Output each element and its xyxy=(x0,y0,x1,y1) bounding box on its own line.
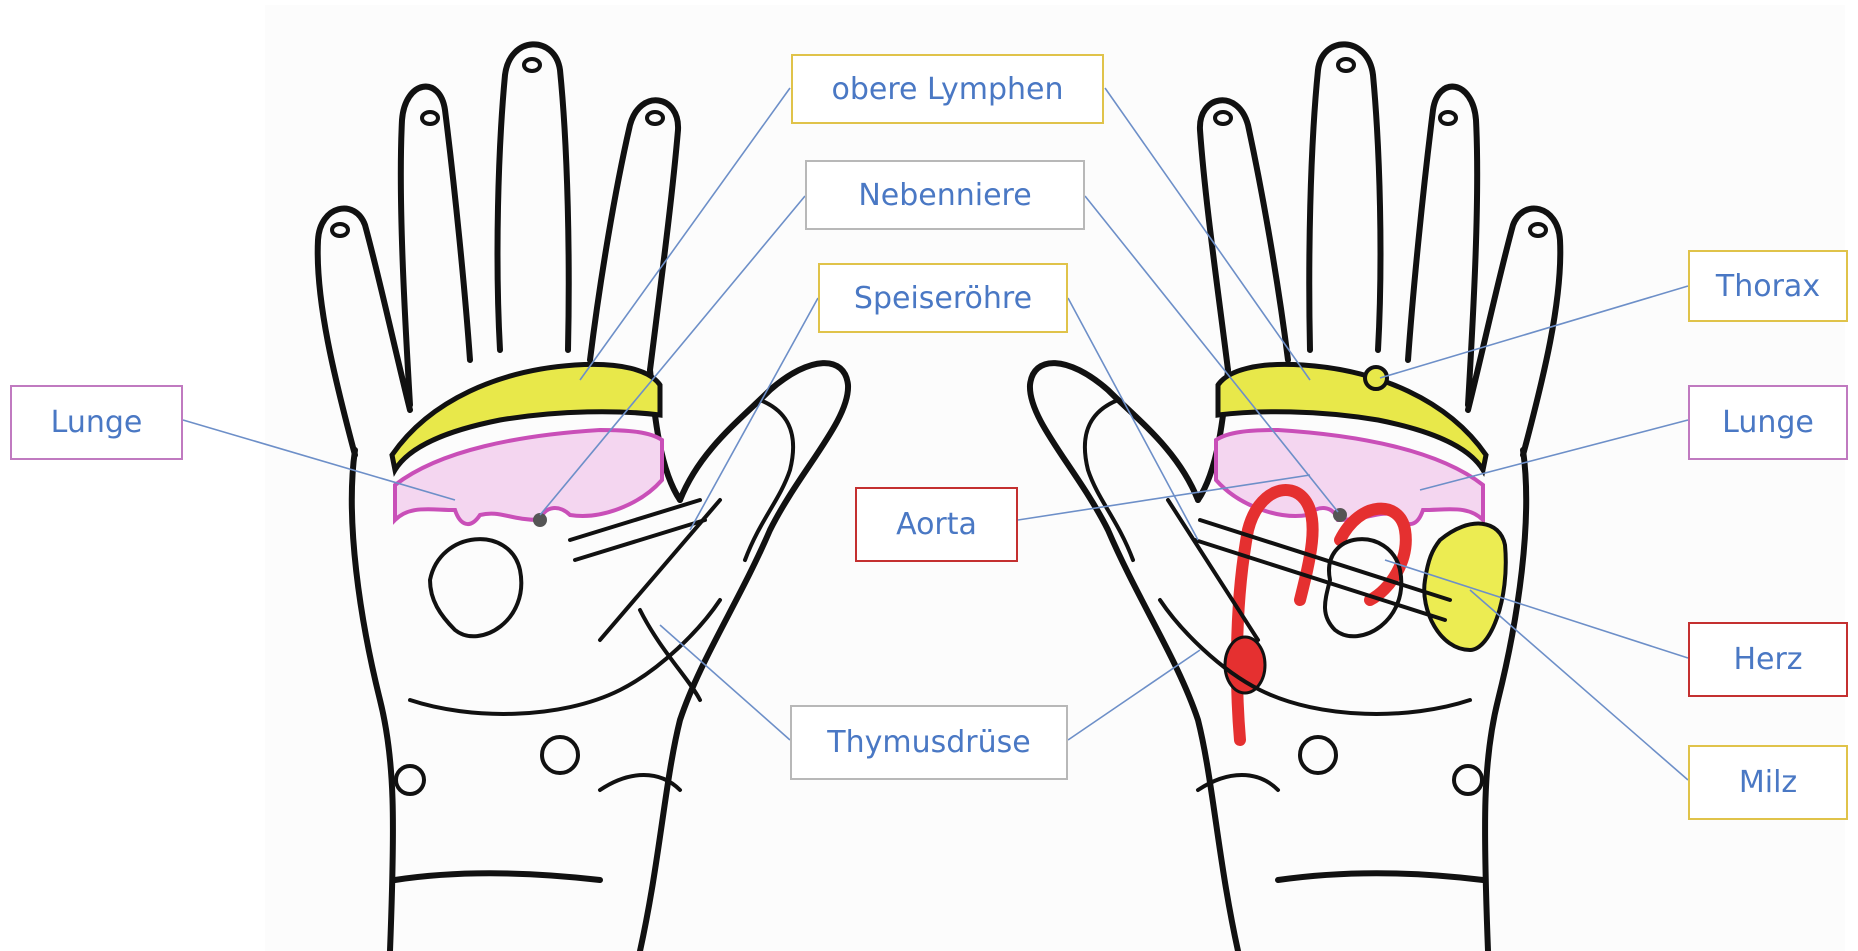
right-heart-chamber xyxy=(1225,637,1265,693)
label-herz-text: Herz xyxy=(1733,642,1802,677)
label-lunge-left: Lunge xyxy=(10,385,183,460)
label-herz: Herz xyxy=(1688,622,1848,697)
label-obere-lymphen: obere Lymphen xyxy=(791,54,1104,124)
label-speiseroehre: Speiseröhre xyxy=(818,263,1068,333)
label-thorax: Thorax xyxy=(1688,250,1848,322)
label-thymusdruese-text: Thymusdrüse xyxy=(827,725,1030,760)
label-nebenniere-text: Nebenniere xyxy=(858,178,1031,213)
label-lunge-right-text: Lunge xyxy=(1722,405,1814,440)
label-thymusdruese: Thymusdrüse xyxy=(790,705,1068,780)
label-thorax-text: Thorax xyxy=(1716,269,1820,304)
label-lunge-right: Lunge xyxy=(1688,385,1848,460)
label-speiseroehre-text: Speiseröhre xyxy=(854,281,1032,316)
label-nebenniere: Nebenniere xyxy=(805,160,1085,230)
right-adrenal-dot xyxy=(1333,508,1347,522)
right-spleen-zone xyxy=(1424,524,1506,650)
label-milz-text: Milz xyxy=(1739,765,1797,800)
left-adrenal-dot xyxy=(533,513,547,527)
label-aorta-text: Aorta xyxy=(896,507,977,542)
label-milz: Milz xyxy=(1688,745,1848,820)
label-lunge-left-text: Lunge xyxy=(51,405,143,440)
label-aorta: Aorta xyxy=(855,487,1018,562)
label-obere-lymphen-text: obere Lymphen xyxy=(832,72,1064,107)
right-thorax-point xyxy=(1365,367,1387,389)
